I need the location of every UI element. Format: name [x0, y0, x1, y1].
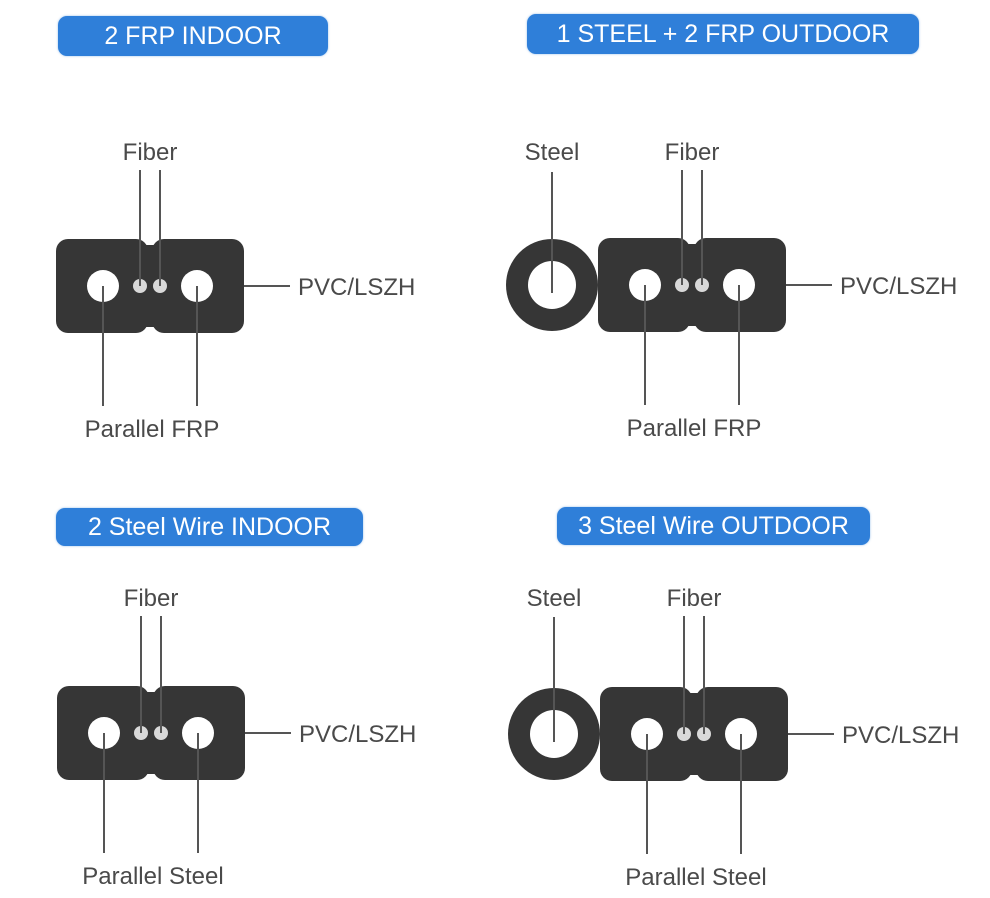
steel-label: Steel [525, 139, 580, 166]
panel-title-2-steel-wire-indoor: 2 Steel Wire INDOOR [56, 508, 363, 546]
sheath-label: PVC/LSZH [840, 273, 957, 300]
panel-title-1-steel-2-frp-outdoor: 1 STEEL + 2 FRP OUTDOOR [527, 14, 919, 54]
cable-body-bridge [688, 693, 700, 775]
strength-member-label: Parallel Steel [82, 863, 223, 890]
cable-body-bridge [686, 244, 698, 326]
fiber-label: Fiber [667, 585, 722, 612]
strength-member-label: Parallel FRP [85, 416, 220, 443]
sheath-label: PVC/LSZH [842, 722, 959, 749]
fiber-label: Fiber [123, 139, 178, 166]
sheath-label: PVC/LSZH [299, 721, 416, 748]
fiber-label: Fiber [124, 585, 179, 612]
fiber-label: Fiber [665, 139, 720, 166]
strength-member-label: Parallel Steel [625, 864, 766, 891]
cable-body-bridge [145, 692, 157, 774]
steel-label: Steel [527, 585, 582, 612]
cable-body-bridge [144, 245, 156, 327]
panel-title-2-frp-indoor: 2 FRP INDOOR [58, 16, 328, 56]
strength-member-label: Parallel FRP [627, 415, 762, 442]
sheath-label: PVC/LSZH [298, 274, 415, 301]
panel-title-3-steel-wire-outdoor: 3 Steel Wire OUTDOOR [557, 507, 870, 545]
